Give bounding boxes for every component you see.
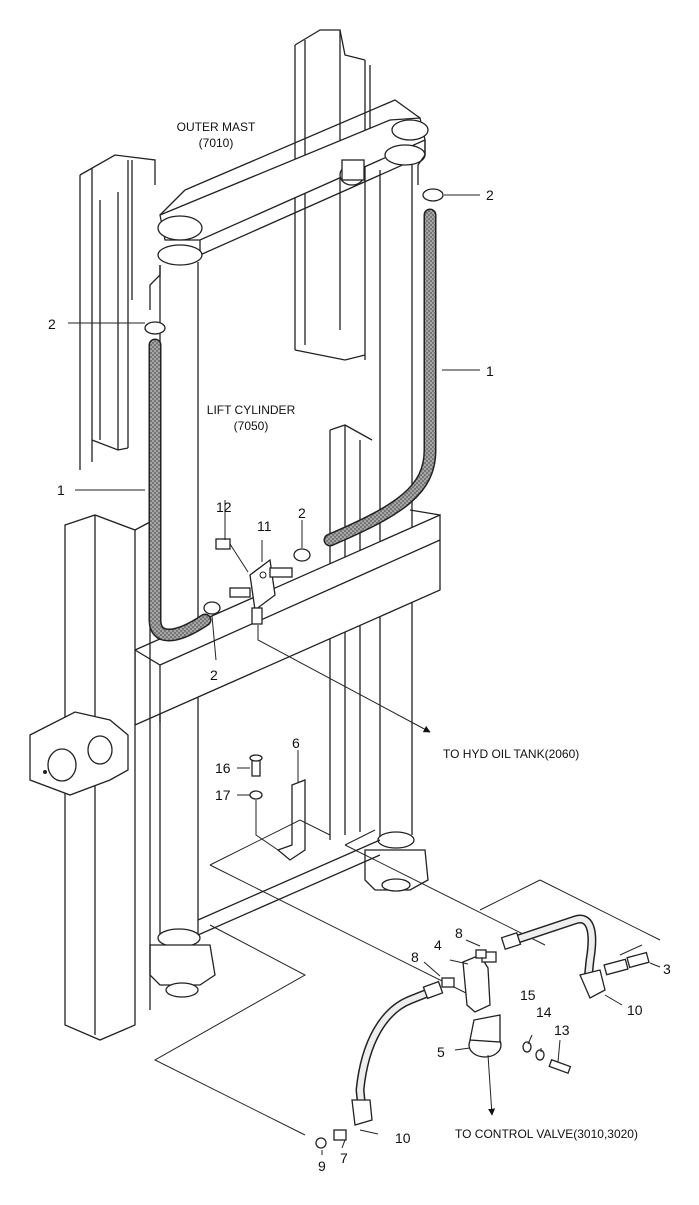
hose-right xyxy=(323,208,437,547)
callout-10a: 10 xyxy=(627,1002,643,1018)
callout-2-mid: 2 xyxy=(298,505,306,521)
callout-10b: 10 xyxy=(395,1130,411,1146)
callout-5: 5 xyxy=(437,1044,445,1060)
callout-2-low: 2 xyxy=(210,667,218,683)
callout-15: 15 xyxy=(520,987,536,1003)
outer-mast-label: OUTER MAST xyxy=(177,120,256,134)
callout-17: 17 xyxy=(215,787,231,803)
hose-left xyxy=(148,338,212,642)
lift-cylinders xyxy=(149,165,429,998)
callout-2-topleft: 2 xyxy=(48,316,56,332)
tee-fitting xyxy=(215,538,293,625)
valve-fitting xyxy=(462,951,502,1116)
bracket xyxy=(249,754,306,861)
lift-cylinder-label: LIFT CYLINDER xyxy=(207,403,296,417)
callout-2-topright: 2 xyxy=(486,187,494,203)
clamp-mid xyxy=(293,548,311,562)
callout-1-right: 1 xyxy=(486,363,494,379)
callout-8b: 8 xyxy=(411,949,419,965)
callout-14: 14 xyxy=(536,1004,552,1020)
carriage-side xyxy=(29,514,151,1041)
lift-cylinder-code: (7050) xyxy=(234,419,269,433)
tank-arrow xyxy=(257,625,431,733)
callout-1-left: 1 xyxy=(57,482,65,498)
small-fittings xyxy=(315,949,572,1149)
leader-lines xyxy=(68,194,661,1155)
callout-9: 9 xyxy=(318,1158,326,1174)
callout-4: 4 xyxy=(434,937,442,953)
callout-12: 12 xyxy=(216,499,232,515)
callout-8a: 8 xyxy=(455,925,463,941)
hyd-tank-label: TO HYD OIL TANK(2060) xyxy=(443,747,579,761)
clamp-topright xyxy=(422,188,444,202)
clamp-low xyxy=(203,601,221,615)
callout-3: 3 xyxy=(663,961,671,977)
callout-13: 13 xyxy=(554,1022,570,1038)
control-valve-label: TO CONTROL VALVE(3010,3020) xyxy=(455,1127,638,1141)
callout-16: 16 xyxy=(215,760,231,776)
lower-hose-left xyxy=(351,980,444,1126)
outer-mast xyxy=(79,29,429,470)
callout-7: 7 xyxy=(340,1150,348,1166)
clamp-topleft xyxy=(144,321,166,335)
lower-hose-right xyxy=(500,914,650,999)
callout-6: 6 xyxy=(292,735,300,751)
callout-11: 11 xyxy=(257,518,272,534)
ground-lines xyxy=(153,819,661,1136)
inner-mast xyxy=(134,424,441,936)
outer-mast-code: (7010) xyxy=(199,136,234,150)
